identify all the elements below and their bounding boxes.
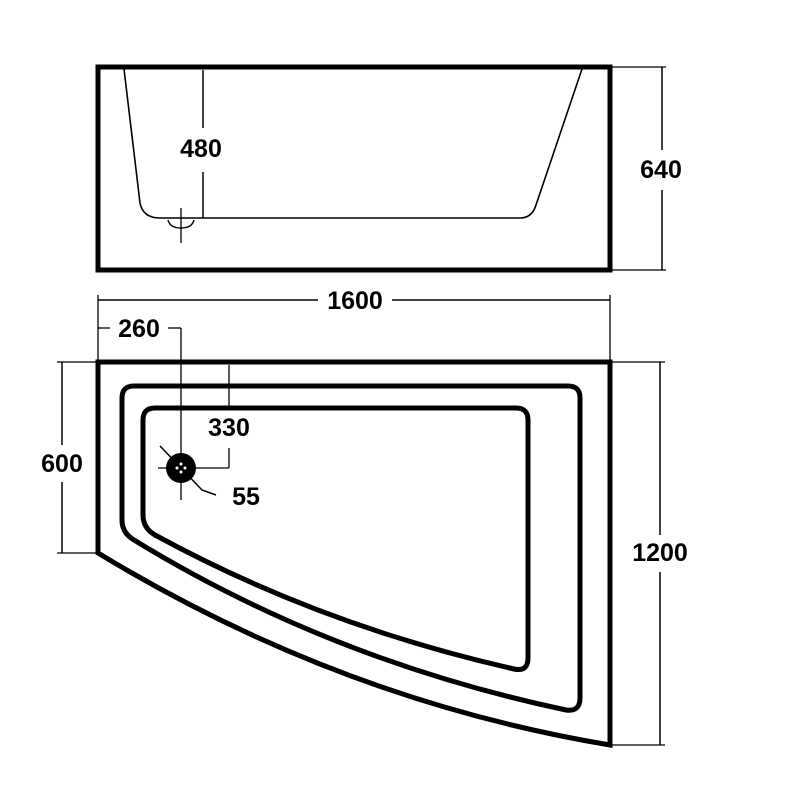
tub-interior-profile xyxy=(123,68,583,219)
plan-view xyxy=(57,295,665,748)
side-view-outline xyxy=(95,64,613,273)
tub-outer-rim xyxy=(95,359,613,748)
depth-label: 480 xyxy=(180,135,222,163)
side-view xyxy=(95,64,666,273)
tub-inner-rim xyxy=(119,383,583,713)
tub-basin xyxy=(140,405,531,672)
long-side-label: 1200 xyxy=(632,539,688,567)
drain-diameter-label: 55 xyxy=(232,483,260,511)
short-side-label: 600 xyxy=(41,450,83,478)
drain-x-label: 260 xyxy=(118,315,160,343)
height-label: 640 xyxy=(640,156,682,184)
drain-y-label: 330 xyxy=(208,414,250,442)
length-label: 1600 xyxy=(327,287,383,315)
drain-icon xyxy=(166,453,196,483)
